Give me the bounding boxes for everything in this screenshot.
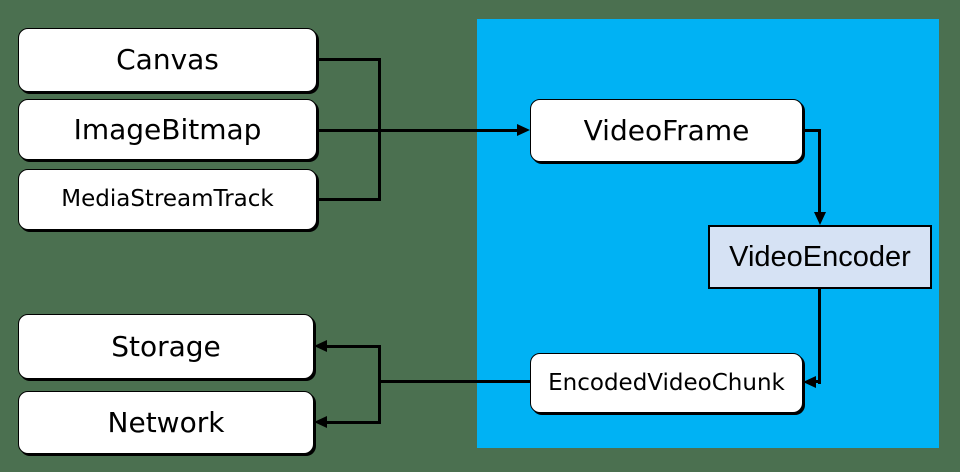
connector-video-encoder-to-chunk-stub [814,380,821,383]
connector-video-encoder-to-chunk-vertical [818,289,821,384]
node-label: VideoFrame [583,113,750,147]
arrowhead-into-video-encoder-icon [814,212,826,225]
connector-canvas-to-junction [317,58,380,61]
node-network: Network [18,391,314,454]
arrowhead-into-storage-icon [314,340,327,352]
arrowhead-into-network-icon [314,416,327,428]
connector-media-stream-track-to-junction [317,198,380,201]
connector-junction-to-storage [327,345,380,348]
connector-junction-to-network [327,421,380,424]
node-storage: Storage [18,314,314,379]
node-label: ImageBitmap [73,112,262,146]
node-label: Network [107,405,225,439]
node-label: MediaStreamTrack [61,186,274,212]
node-video-encoder: VideoEncoder [708,225,932,289]
connector-junction-to-video-frame [317,129,517,132]
connector-output-junction-vertical [378,345,381,424]
node-media-stream-track: MediaStreamTrack [18,169,317,230]
node-label: Canvas [116,43,219,76]
node-label: VideoEncoder [729,240,911,273]
arrowhead-into-video-frame-icon [517,124,530,136]
node-canvas: Canvas [18,28,317,92]
node-image-bitmap: ImageBitmap [18,99,317,160]
arrowhead-into-encoded-video-chunk-icon [803,376,816,388]
connector-video-frame-out-horizontal [803,129,821,132]
node-video-frame: VideoFrame [530,99,803,162]
node-label: Storage [111,329,221,363]
node-label: EncodedVideoChunk [548,369,785,396]
connector-chunk-to-output-junction [380,380,530,383]
connector-video-frame-to-video-encoder [818,129,821,213]
node-encoded-video-chunk: EncodedVideoChunk [530,353,803,413]
